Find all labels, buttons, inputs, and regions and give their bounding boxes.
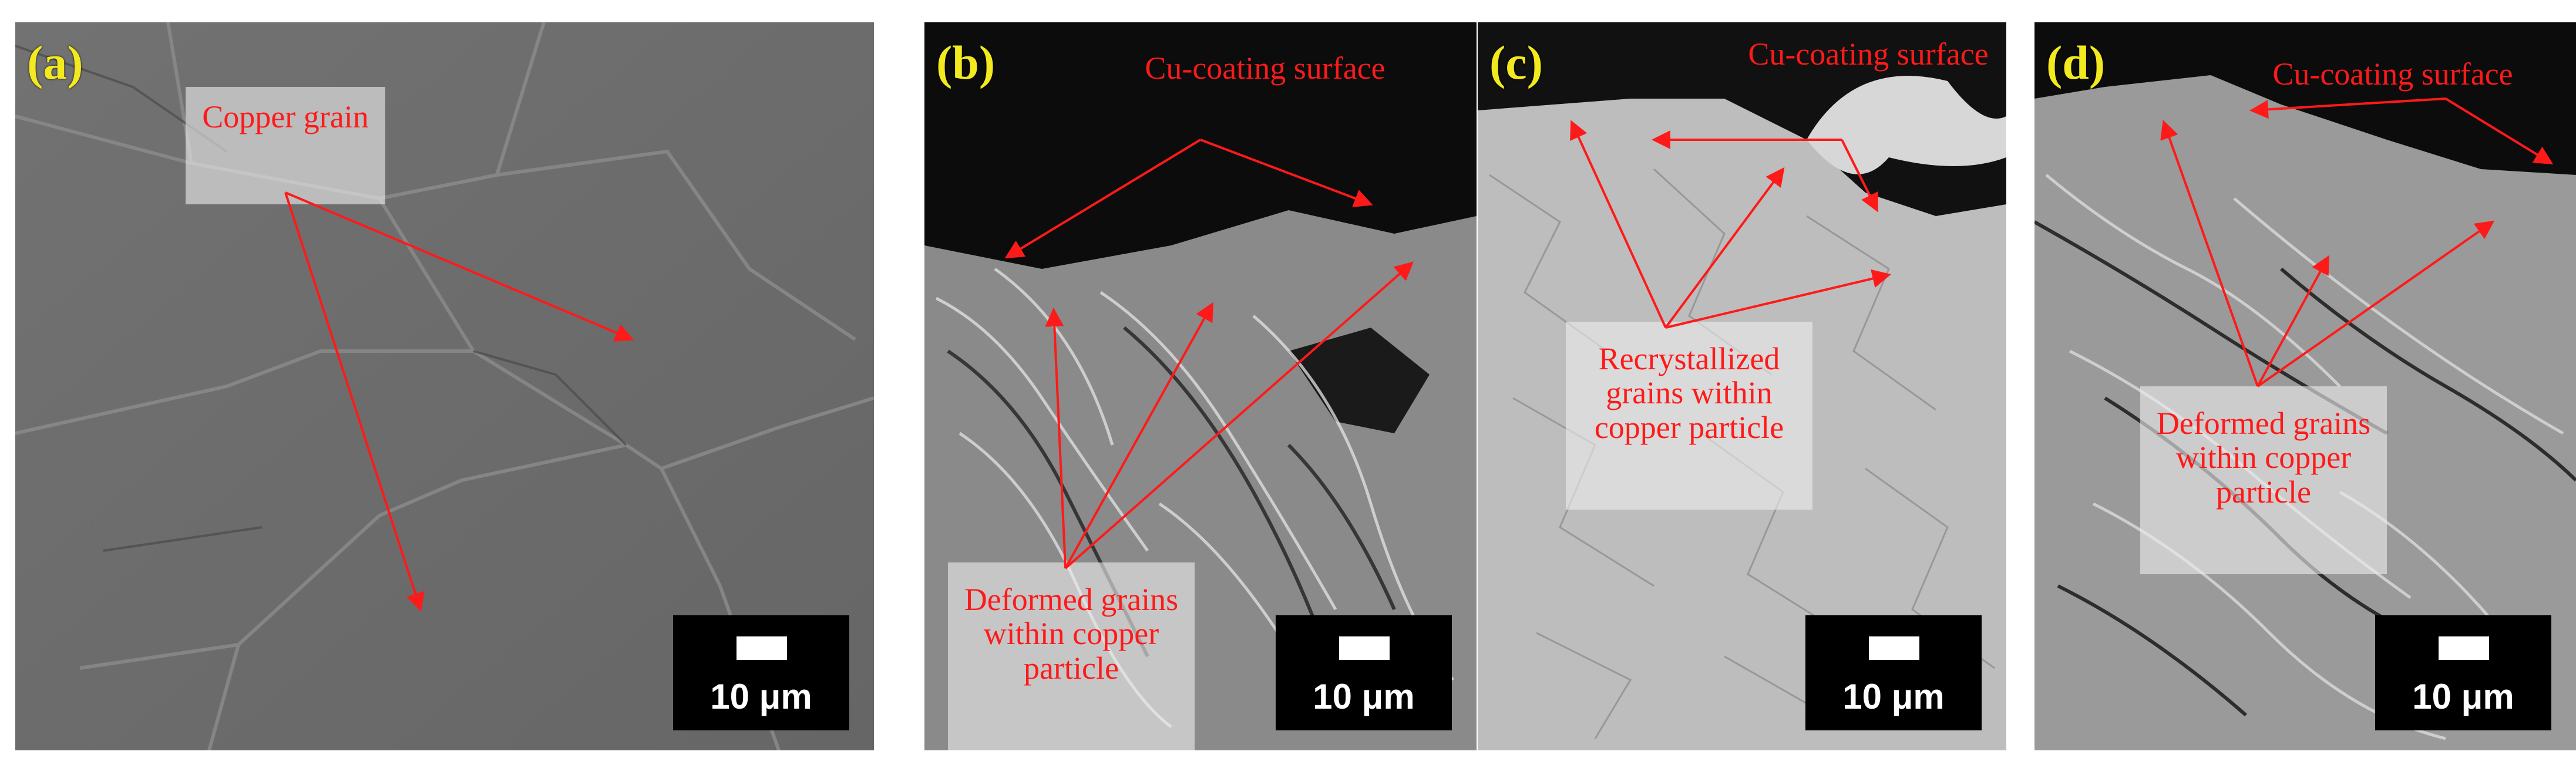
cu-coating-surface-label: Cu-coating surface <box>1748 36 1989 72</box>
panel-label: (c) <box>1489 36 1543 89</box>
panel-a-micrograph: (a) Copper grain 10 μm <box>15 22 874 750</box>
cu-coating-surface-label: Cu-coating surface <box>2272 56 2513 92</box>
micrograph-image <box>15 22 874 750</box>
scale-bar-line <box>1869 636 1919 660</box>
panel-label: (b) <box>936 36 996 89</box>
panel-label: (d) <box>2046 36 2106 89</box>
panel-label: (a) <box>27 36 83 89</box>
scale-bar: 10 μm <box>2375 615 2551 730</box>
deformed-grains-label: Deformed grains within copper particle <box>2140 386 2387 574</box>
scale-bar: 10 μm <box>673 615 849 730</box>
scale-bar-label: 10 μm <box>1313 677 1415 716</box>
scale-bar-line <box>737 636 787 660</box>
recrystallized-grains-label: Recrystallized grains within copper part… <box>1566 322 1812 510</box>
scale-bar-label: 10 μm <box>710 677 812 716</box>
cu-coating-surface-label: Cu-coating surface <box>1145 50 1385 86</box>
scale-bar: 10 μm <box>1276 615 1452 730</box>
panel-d-micrograph: (d) Cu-coating surface Deformed grains w… <box>2034 22 2576 750</box>
panel-c-micrograph: (c) Cu-coating surface Recrystallized gr… <box>1478 22 2006 750</box>
deformed-grains-label: Deformed grains within copper particle <box>948 562 1195 750</box>
scale-bar-line <box>1339 636 1390 660</box>
copper-grain-label: Copper grain <box>186 87 385 204</box>
scale-bar-line <box>2439 636 2489 660</box>
scale-bar: 10 μm <box>1805 615 1982 730</box>
scale-bar-label: 10 μm <box>1842 677 1945 716</box>
panel-b-micrograph: (b) Cu-coating surface Deformed grains w… <box>924 22 1477 750</box>
scale-bar-label: 10 μm <box>2412 677 2514 716</box>
